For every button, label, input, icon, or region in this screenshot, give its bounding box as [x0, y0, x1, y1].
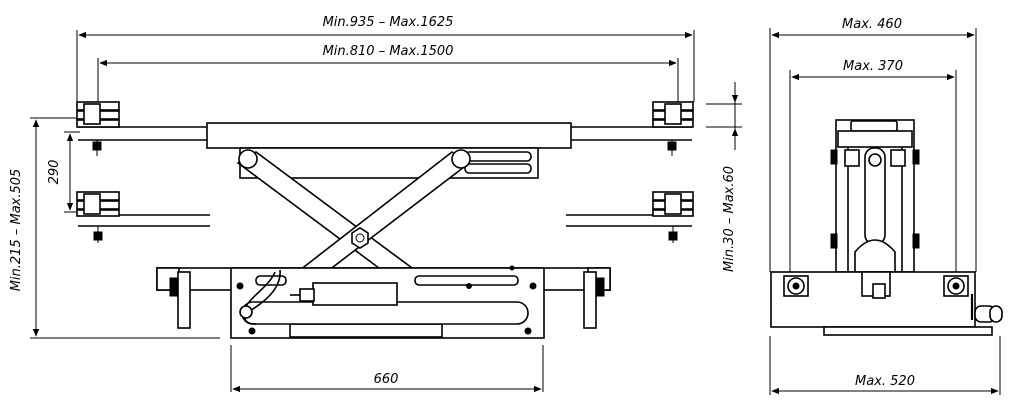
dimension-width-370: Max. 370 — [789, 59, 957, 272]
scissor-mechanism — [236, 149, 471, 281]
arm-span-label: Min.810 – Max.1500 — [323, 44, 454, 59]
lift-column — [830, 119, 920, 273]
lift-travel-label: Min.30 – Max.60 — [722, 166, 737, 272]
dimension-base-length: 660 — [230, 345, 544, 393]
dimension-lift-travel: Min.30 – Max.60 — [706, 82, 742, 272]
dimension-width-520: Max. 520 — [769, 336, 1001, 395]
top-beam — [206, 122, 572, 149]
end-base — [770, 271, 1003, 336]
width-370-label: Max. 370 — [843, 59, 903, 74]
height-range-label: Min.215 – Max.505 — [9, 169, 24, 292]
dimension-height-range: Min.215 – Max.505 — [9, 117, 220, 339]
hydraulic-cylinder — [312, 282, 398, 306]
side-view: Min.935 – Max.1625 Min.810 – Max.1500 Mi… — [9, 12, 695, 393]
upper-arms — [76, 101, 694, 156]
pad-height-label: 290 — [47, 160, 62, 185]
dimension-overall-width: Min.935 – Max.1625 — [76, 12, 695, 102]
base-length-label: 660 — [374, 372, 399, 387]
width-460-label: Max. 460 — [842, 17, 902, 32]
lower-arms — [76, 191, 694, 243]
end-view: Max. 460 Max. 370 Max. 520 Min.30 – Max.… — [706, 17, 1003, 395]
dimension-arm-span: Min.810 – Max.1500 — [97, 41, 679, 105]
width-520-label: Max. 520 — [855, 374, 915, 389]
dimension-width-460: Max. 460 — [769, 17, 977, 272]
base-frame — [156, 265, 611, 339]
overall-width-label: Min.935 – Max.1625 — [323, 15, 454, 30]
dimension-pad-height: 290 — [47, 131, 80, 213]
